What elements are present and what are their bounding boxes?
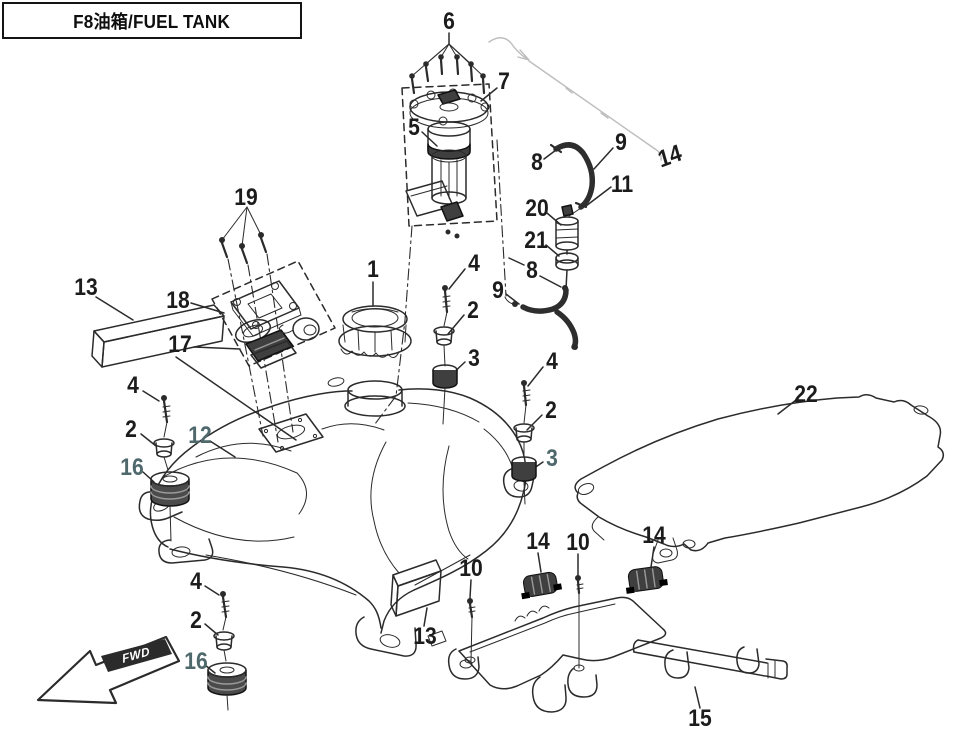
callout-22: 22: [794, 381, 818, 408]
callout-10a: 10: [459, 555, 483, 582]
callout-9b: 9: [492, 277, 504, 304]
crossbar-15-drawing: [632, 639, 788, 680]
lower-bracket-drawing: [427, 575, 667, 713]
callout-16d: 16: [184, 648, 208, 675]
callout-13: 13: [74, 274, 98, 301]
callout-15: 15: [688, 705, 712, 732]
callout-2b: 2: [545, 397, 557, 424]
callout-2a: 2: [467, 297, 479, 324]
callout-17: 17: [168, 331, 192, 358]
callout-4c: 4: [127, 372, 139, 399]
callout-8b: 8: [526, 257, 538, 284]
fwd-arrow: [36, 635, 181, 705]
page-title: F8油箱/FUEL TANK: [73, 11, 231, 32]
callout-19: 19: [234, 184, 258, 211]
callout-8: 8: [531, 149, 543, 176]
callout-13b: 13: [413, 623, 437, 650]
callout-21: 21: [524, 227, 548, 254]
callout-10b: 10: [566, 529, 590, 556]
fuel-cap-drawing: [338, 305, 412, 358]
callout-5: 5: [408, 114, 420, 141]
callout-6: 6: [443, 8, 455, 35]
callout-14a: 14: [526, 528, 550, 555]
callout-12: 12: [188, 422, 212, 449]
bracket-assembly-drawing: [211, 206, 336, 443]
callout-11: 11: [610, 171, 634, 198]
mount-column-right-drawing: [511, 380, 537, 505]
callout-3a: 3: [468, 345, 480, 372]
mount-column-left-drawing: [150, 395, 190, 542]
callout-4b: 4: [546, 348, 558, 375]
fuel-tank-drawing: [138, 377, 535, 657]
title-box: F8油箱/FUEL TANK: [2, 2, 302, 39]
panel-22-drawing: [574, 394, 945, 564]
callout-2d: 2: [190, 607, 202, 634]
callout-4d: 4: [190, 568, 202, 595]
vent-line-drawing: [488, 37, 662, 161]
pump-assembly-drawing: [374, 43, 507, 425]
callout-16c: 16: [120, 454, 144, 481]
callout-1: 1: [367, 256, 379, 283]
callout-20: 20: [525, 195, 549, 222]
tank-pad-drawing: [390, 559, 442, 617]
callout-2c: 2: [125, 416, 137, 443]
callout-4a: 4: [468, 250, 480, 277]
mount-column-center-drawing: [432, 285, 458, 425]
clamp-drawings: [521, 566, 668, 600]
callout-3b: 3: [546, 445, 558, 472]
left-pad-drawing: [91, 304, 225, 368]
callout-9: 9: [615, 129, 627, 156]
fuel-hose-filter-drawing: [504, 142, 596, 350]
mount-column-front-drawing: [207, 591, 247, 711]
callout-18: 18: [166, 287, 190, 314]
callout-14b: 14: [642, 522, 666, 549]
callout-7: 7: [498, 68, 510, 95]
